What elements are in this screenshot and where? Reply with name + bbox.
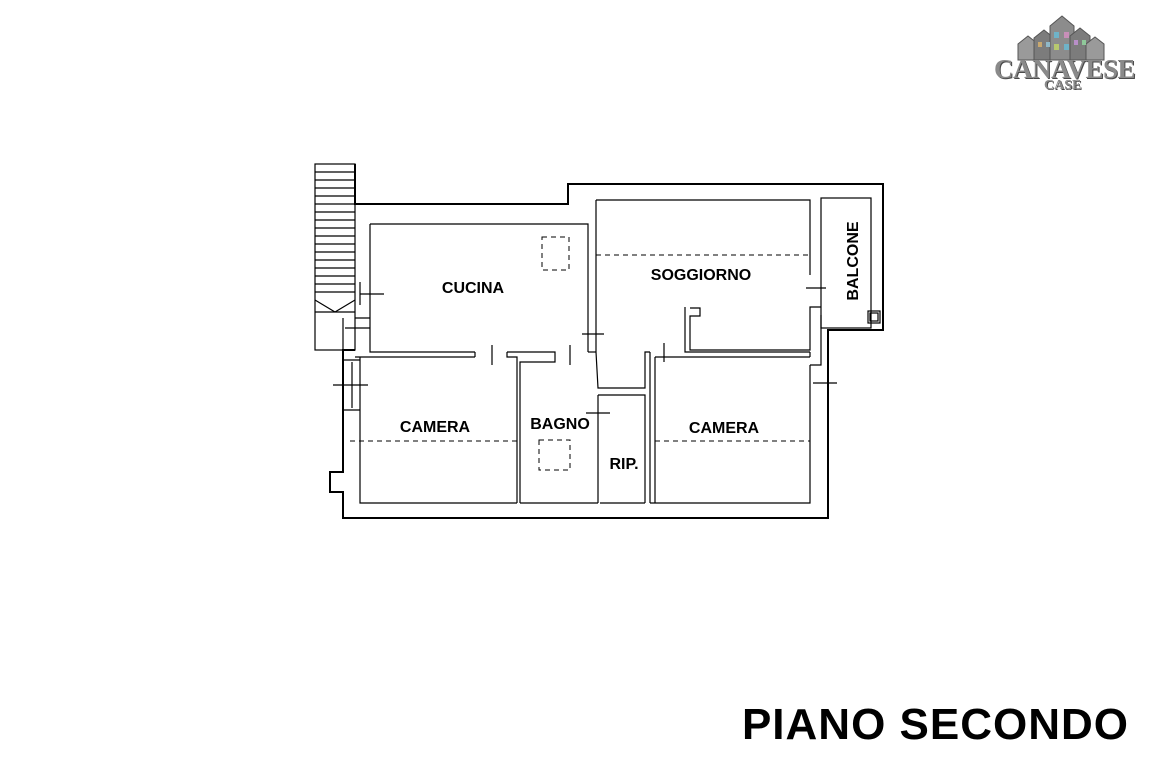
balcony (820, 197, 881, 329)
room-label-soggiorno: SOGGIORNO (651, 267, 751, 284)
dashed-beams (350, 236, 810, 471)
partition-walls (342, 200, 822, 504)
room-label-balcone: BALCONE (845, 221, 862, 300)
floor-title: PIANO SECONDO (741, 700, 1129, 749)
outer-wall (329, 164, 884, 519)
room-label-camera-right: CAMERA (689, 420, 760, 437)
inner-wall-outline (369, 199, 811, 353)
room-label-bagno: BAGNO (530, 416, 590, 433)
logo-brand-sub: CASE (1044, 78, 1082, 93)
room-label-cucina: CUCINA (442, 280, 505, 297)
room-label-camera-left: CAMERA (400, 419, 471, 436)
room-label-ripostiglio: RIP. (609, 456, 638, 473)
logo-brand-main: CANAVESE (994, 54, 1136, 84)
door-window-marks (333, 282, 837, 414)
canavese-case-logo: CANAVESE CASE (990, 14, 1140, 100)
staircase (314, 163, 356, 351)
houses-logo-icon (1017, 15, 1105, 61)
